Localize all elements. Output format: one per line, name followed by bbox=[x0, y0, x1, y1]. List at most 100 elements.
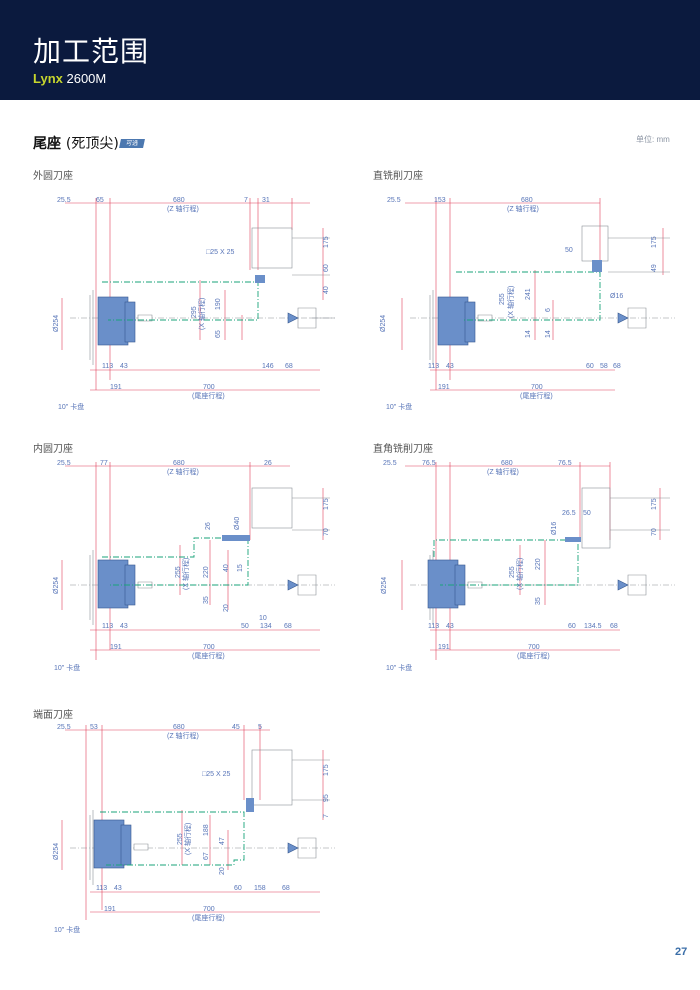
dim-label: 31 bbox=[262, 197, 270, 204]
dim-label: 6 bbox=[545, 308, 552, 312]
dim-label: 134.5 bbox=[584, 623, 602, 630]
dim-label: 35 bbox=[535, 597, 542, 605]
dim-label: 14 bbox=[525, 330, 532, 338]
dim-label: 255 bbox=[175, 566, 182, 578]
dim-label: (Z 轴行程) bbox=[167, 204, 199, 213]
dim-label: (Z 轴行程) bbox=[507, 204, 539, 213]
dim-label: (Z 轴行程) bbox=[487, 467, 519, 476]
diagram-face-tool: 25.5 53 680 (Z 轴行程) 45 5 □25 X 25 175 95… bbox=[53, 724, 335, 934]
section-title: 尾座 (死顶尖) bbox=[33, 136, 119, 152]
dim-label: 175 bbox=[323, 764, 330, 776]
dim-label: 191 bbox=[438, 384, 450, 391]
diagram-title-straight-mill: 直铣削刀座 bbox=[373, 171, 423, 182]
dim-label: (尾座行程) bbox=[520, 391, 553, 400]
dim-label: 77 bbox=[100, 460, 108, 467]
dim-label: 68 bbox=[282, 885, 290, 892]
dim-label: 241 bbox=[525, 288, 532, 300]
header-banner: 加工范围 Lynx 2600M bbox=[0, 0, 700, 100]
page-number: 27 bbox=[675, 946, 688, 958]
dim-label: 255 bbox=[177, 833, 184, 845]
dim-label: 113 bbox=[428, 363, 439, 370]
dim-label: 113 bbox=[102, 363, 113, 370]
dim-label: (尾座行程) bbox=[192, 651, 225, 660]
dim-label: 47 bbox=[219, 837, 226, 845]
dim-label: 680 bbox=[521, 197, 533, 204]
diagram-title-face: 端面刀座 bbox=[33, 710, 73, 721]
dim-label: 255 bbox=[509, 566, 516, 578]
dim-label: 700 bbox=[203, 644, 215, 651]
dim-label: 5 bbox=[258, 724, 262, 731]
dim-label: 43 bbox=[120, 623, 128, 630]
dim-label: (尾座行程) bbox=[192, 391, 225, 400]
dim-label: 68 bbox=[610, 623, 618, 630]
dim-label: 76.5 bbox=[422, 460, 436, 467]
dim-label: 45 bbox=[232, 724, 240, 731]
dim-label: Ø254 bbox=[380, 315, 387, 332]
dim-label: 680 bbox=[173, 724, 185, 731]
dim-label: 50 bbox=[583, 510, 591, 517]
dim-label: 40 bbox=[323, 286, 330, 294]
dim-label: 158 bbox=[254, 885, 266, 892]
dim-label: 70 bbox=[651, 528, 658, 536]
dim-label: 25.5 bbox=[387, 197, 401, 204]
dim-label: 113 bbox=[102, 623, 113, 630]
dim-label: Ø254 bbox=[53, 843, 60, 860]
diagram-angle-mill-tool: 25.5 76.5 680 (Z 轴行程) 76.5 26.5 50 Ø16 1… bbox=[381, 460, 675, 672]
dim-label: 20 bbox=[219, 867, 226, 875]
dim-label: 95 bbox=[323, 794, 330, 802]
dim-label: Ø16 bbox=[551, 522, 558, 535]
dim-label: 113 bbox=[428, 623, 439, 630]
dim-label: 26 bbox=[205, 522, 212, 530]
dim-label: 7 bbox=[244, 197, 248, 204]
dim-label: 60 bbox=[568, 623, 576, 630]
dim-label: 25.5 bbox=[57, 460, 71, 467]
dim-label: 58 bbox=[600, 363, 608, 370]
dim-label: 10" 卡盘 bbox=[54, 925, 80, 934]
dim-label: (Z 轴行程) bbox=[167, 731, 199, 740]
model-name: 2600M bbox=[66, 71, 107, 86]
dim-label: 76.5 bbox=[558, 460, 572, 467]
dim-label: 188 bbox=[203, 824, 210, 836]
dim-label: 190 bbox=[215, 298, 222, 310]
dim-label: 10" 卡盘 bbox=[54, 663, 80, 672]
dim-label: 191 bbox=[110, 384, 122, 391]
dim-label: 70 bbox=[323, 528, 330, 536]
dim-label: □25 X 25 bbox=[202, 771, 230, 778]
diagram-title-angle-mill: 直角铣削刀座 bbox=[373, 444, 433, 455]
diagram-title-od: 外圆刀座 bbox=[33, 171, 73, 182]
dim-label: 700 bbox=[203, 384, 215, 391]
dim-label: 191 bbox=[104, 906, 116, 913]
dim-label: 35 bbox=[203, 596, 210, 604]
dim-label: 700 bbox=[203, 906, 215, 913]
dim-label: 43 bbox=[446, 363, 454, 370]
dim-label: 680 bbox=[173, 460, 185, 467]
dim-label: 175 bbox=[651, 498, 658, 510]
dim-label: (X 轴行程) bbox=[183, 823, 192, 855]
dim-label: 25.5 bbox=[57, 197, 71, 204]
dim-label: 43 bbox=[120, 363, 128, 370]
dim-label: 50 bbox=[241, 623, 249, 630]
dim-label: (尾座行程) bbox=[517, 651, 550, 660]
dim-label: 10" 卡盘 bbox=[386, 402, 412, 411]
dim-label: 60 bbox=[234, 885, 242, 892]
dim-label: 175 bbox=[323, 498, 330, 510]
model-subtitle: Lynx 2600M bbox=[33, 71, 106, 86]
dim-label: Ø40 bbox=[234, 517, 241, 530]
dim-label: 68 bbox=[284, 623, 292, 630]
dim-label: 67 bbox=[203, 852, 210, 860]
dim-label: 255 bbox=[499, 293, 506, 305]
dim-label: Ø254 bbox=[53, 577, 60, 594]
dim-label: (X 轴行程) bbox=[181, 558, 190, 590]
dim-label: 25.5 bbox=[57, 724, 71, 731]
diagram-od-tool: 25.5 65 680 (Z 轴行程) 7 31 □25 X 25 175 60… bbox=[53, 197, 335, 411]
dim-label: (Z 轴行程) bbox=[167, 467, 199, 476]
dim-label: 15 bbox=[237, 564, 244, 572]
dim-label: 10" 卡盘 bbox=[58, 402, 84, 411]
dim-label: 26.5 bbox=[562, 510, 576, 517]
dim-label: 191 bbox=[110, 644, 122, 651]
dim-label: 700 bbox=[531, 384, 543, 391]
brand-name: Lynx bbox=[33, 71, 63, 86]
dim-label: 68 bbox=[613, 363, 621, 370]
dim-label: 68 bbox=[285, 363, 293, 370]
dim-label: 14 bbox=[545, 330, 552, 338]
